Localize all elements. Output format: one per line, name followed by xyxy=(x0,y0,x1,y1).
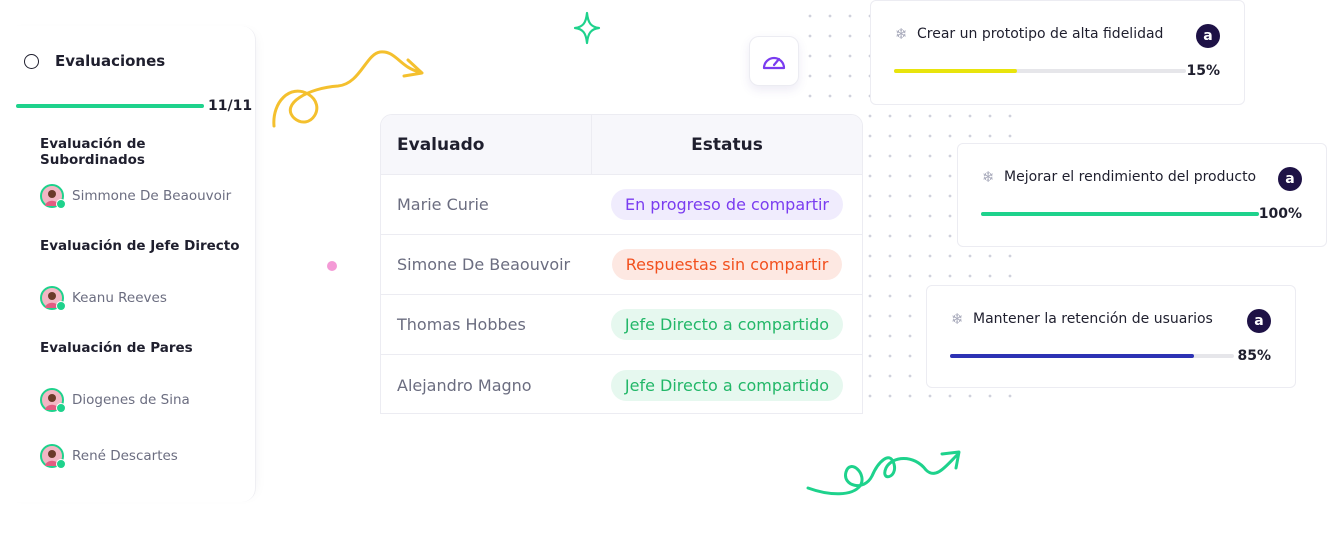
check-icon xyxy=(56,403,66,413)
goal-progress-track xyxy=(950,354,1234,358)
status-badge: En progreso de compartir xyxy=(610,189,844,220)
section-subordinates-title: Evaluación de Subordinados xyxy=(40,136,146,168)
table-row[interactable]: Marie Curie En progreso de compartir xyxy=(381,175,862,235)
status-badge: Jefe Directo a compartido xyxy=(610,369,844,401)
row-name: Marie Curie xyxy=(397,195,489,214)
evaluations-sidebar: Evaluaciones 11/11 Evaluación de Subordi… xyxy=(0,26,256,502)
sidebar-person[interactable]: René Descartes xyxy=(40,444,178,469)
avatar xyxy=(40,184,66,209)
status-badge: Jefe Directo a compartido xyxy=(610,309,844,340)
section-direct-boss-title: Evaluación de Jefe Directo xyxy=(40,238,240,254)
sidebar-person[interactable]: Simmone De Beaouvoir xyxy=(40,184,232,209)
evaluation-status-table: Evaluado Estatus Marie Curie En progreso… xyxy=(380,114,863,414)
check-icon xyxy=(56,459,66,469)
avatar xyxy=(40,286,66,311)
goal-owner-badge: a xyxy=(1278,167,1302,191)
goal-title: Mejorar el rendimiento del producto xyxy=(1004,169,1257,185)
goal-progress-fill xyxy=(981,212,1259,216)
goal-card[interactable]: ❄ Mejorar el rendimiento del producto a … xyxy=(957,143,1327,247)
circle-icon xyxy=(24,53,39,69)
person-name: Diogenes de Sina xyxy=(72,392,190,408)
goal-progress-fill xyxy=(950,354,1195,358)
sparkle-icon xyxy=(573,11,601,45)
row-name: Simone De Beaouvoir xyxy=(397,255,571,274)
goal-percent: 100% xyxy=(1258,206,1302,222)
speedometer-button[interactable] xyxy=(749,36,799,86)
sidebar-title: Evaluaciones xyxy=(55,52,166,70)
goal-card[interactable]: ❄ Mantener la retención de usuarios a 85… xyxy=(926,285,1296,388)
row-name: Alejandro Magno xyxy=(397,375,532,395)
goal-owner-badge: a xyxy=(1247,309,1271,333)
table-header: Evaluado Estatus xyxy=(381,115,862,175)
sidebar-header[interactable]: Evaluaciones xyxy=(24,52,165,70)
column-header-status[interactable]: Estatus xyxy=(691,134,763,155)
status-badge: Respuestas sin compartir xyxy=(611,249,843,280)
section-peers-title: Evaluación de Pares xyxy=(40,340,193,356)
sidebar-person[interactable]: Keanu Reeves xyxy=(40,286,167,311)
avatar xyxy=(40,444,66,469)
yellow-squiggle-arrow-icon xyxy=(272,50,424,128)
sidebar-progress-bar xyxy=(16,104,204,108)
person-name: Simmone De Beaouvoir xyxy=(72,188,232,204)
person-name: Keanu Reeves xyxy=(72,290,167,306)
speedometer-icon xyxy=(762,56,786,70)
pink-dot-decoration xyxy=(327,261,337,271)
check-icon xyxy=(56,199,66,209)
goal-title: Crear un prototipo de alta fidelidad xyxy=(917,26,1164,42)
column-header-evaluated[interactable]: Evaluado xyxy=(381,115,592,174)
check-icon xyxy=(56,301,66,311)
goal-progress-track xyxy=(981,212,1259,216)
sidebar-progress-count: 11/11 xyxy=(208,98,253,114)
goal-progress-fill xyxy=(894,69,1017,73)
snowflake-icon: ❄ xyxy=(951,310,964,328)
table-row[interactable]: Alejandro Magno Jefe Directo a compartid… xyxy=(381,355,862,413)
goal-card[interactable]: ❄ Crear un prototipo de alta fidelidad a… xyxy=(870,0,1245,105)
person-name: René Descartes xyxy=(72,448,178,464)
row-name: Thomas Hobbes xyxy=(397,315,526,334)
goal-progress-track xyxy=(894,69,1186,73)
snowflake-icon: ❄ xyxy=(982,168,995,186)
goal-percent: 85% xyxy=(1237,348,1271,364)
goal-percent: 15% xyxy=(1186,63,1220,79)
green-squiggle-arrow-icon xyxy=(806,450,961,496)
table-row[interactable]: Thomas Hobbes Jefe Directo a compartido xyxy=(381,295,862,355)
table-row[interactable]: Simone De Beaouvoir Respuestas sin compa… xyxy=(381,235,862,295)
avatar xyxy=(40,388,66,413)
snowflake-icon: ❄ xyxy=(895,25,908,43)
sidebar-person[interactable]: Diogenes de Sina xyxy=(40,388,190,413)
goal-owner-badge: a xyxy=(1196,24,1220,48)
goal-title: Mantener la retención de usuarios xyxy=(973,311,1213,327)
